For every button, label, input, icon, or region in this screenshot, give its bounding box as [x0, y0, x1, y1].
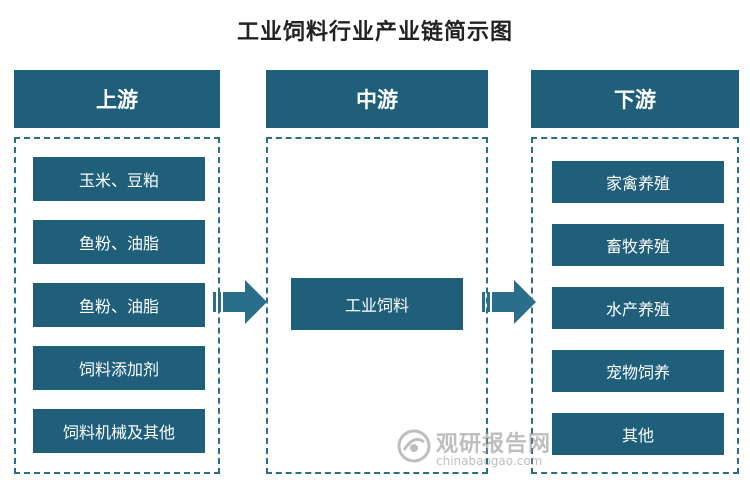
- upstream-item: 鱼粉、油脂: [33, 283, 205, 327]
- downstream-item: 其他: [552, 413, 724, 455]
- logo-icon: [397, 429, 431, 463]
- downstream-item: 水产养殖: [552, 287, 724, 329]
- midstream-header: 中游: [266, 70, 488, 128]
- upstream-item: 饲料机械及其他: [33, 409, 205, 453]
- upstream-item: 玉米、豆粕: [33, 157, 205, 201]
- upstream-item: 饲料添加剂: [33, 346, 205, 390]
- watermark-url: chinabaogao.com: [436, 454, 543, 468]
- arrow-right-icon: [482, 280, 536, 324]
- watermark: 观研报告网 chinabaogao.com: [396, 424, 566, 474]
- downstream-item: 宠物饲养: [552, 350, 724, 392]
- upstream-header: 上游: [14, 70, 220, 128]
- downstream-header: 下游: [531, 70, 739, 128]
- diagram-title: 工业饲料行业产业链简示图: [236, 20, 513, 45]
- midstream-item: 工业饲料: [291, 278, 463, 330]
- downstream-item: 家禽养殖: [552, 161, 724, 203]
- arrow-right-icon: [213, 280, 267, 324]
- upstream-item: 鱼粉、油脂: [33, 220, 205, 264]
- downstream-item: 畜牧养殖: [552, 224, 724, 266]
- downstream-box: [531, 137, 739, 474]
- watermark-name: 观研报告网: [436, 432, 552, 457]
